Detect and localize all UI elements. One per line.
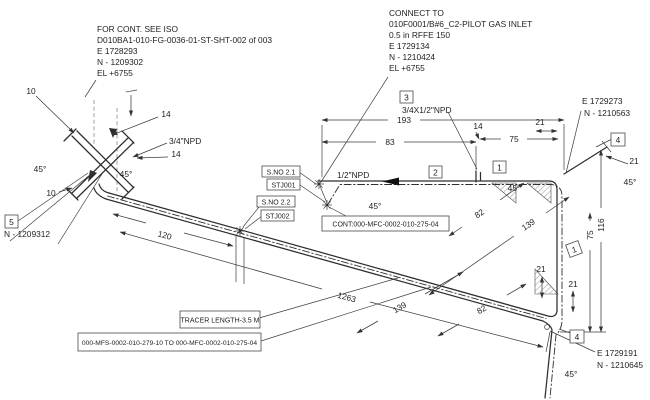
dimension-lines <box>112 117 604 348</box>
callout-1-label: 1 <box>497 163 502 173</box>
callout-5-label: 5 <box>9 217 14 227</box>
coord-top-right-easting: E 1729273 <box>582 96 623 106</box>
note-line: E 1729134 <box>389 41 430 51</box>
callout-1-label: 1 <box>570 244 578 255</box>
tag-stj001-label: STJ001 <box>271 183 295 190</box>
dim-21-label: 21 <box>568 279 578 289</box>
tag-stj002: STJ002 <box>260 209 295 222</box>
extension-lines <box>235 124 613 353</box>
dim-83-label: 83 <box>385 137 395 147</box>
angle-45-label: 45° <box>120 169 133 179</box>
note-line: EL +6755 <box>97 68 133 78</box>
dim-14-label: 14 <box>473 121 483 131</box>
tracer-junction-stj002-symbol <box>234 225 246 237</box>
dim-21-label: 21 <box>629 156 639 166</box>
coord-top-right-northing: N - 1210563 <box>584 108 630 118</box>
dim-75-label: 75 <box>585 230 595 240</box>
tag-tracer-length: TRACER LENGTH-3.5 M <box>179 310 261 329</box>
tag-sno22-label: S.NO 2.2 <box>262 200 291 207</box>
dim-10-label: 10 <box>46 188 56 198</box>
dim-82-label: 82 <box>473 207 487 221</box>
tag-cont-tracer: CONT:000-MFC-0002-010-275-04 <box>321 215 450 232</box>
dim-139-label: 139 <box>520 216 537 232</box>
tag-stj001: STJ001 <box>266 178 301 191</box>
note-line: EL +6755 <box>389 63 425 73</box>
angle-45-label: 45° <box>34 164 47 174</box>
angle-45-label: 45° <box>369 201 382 211</box>
support-hatch-symbols <box>491 182 559 295</box>
size-12npd-label: 1/2"NPD <box>337 170 369 180</box>
tag-sno21-label: S.NO 2.1 <box>267 170 296 177</box>
callout-1-top: 1 <box>492 160 507 174</box>
dim-116-label: 116 <box>596 218 606 232</box>
fitting-arrow <box>88 170 97 182</box>
tag-cont-tracer-label: CONT:000-MFC-0002-010-275-04 <box>332 222 438 229</box>
dim-193-label: 193 <box>397 115 411 125</box>
flow-arrow <box>382 177 399 186</box>
dim-1263-label: 1263 <box>336 290 357 305</box>
note-line: CONNECT TO <box>389 8 444 18</box>
coord-bottom-right-northing: N - 1210645 <box>597 360 643 370</box>
callout-4-label: 4 <box>616 135 621 145</box>
dim-21-label: 21 <box>536 264 546 274</box>
note-connect-to: CONNECT TO 010F0001/B#6_C2-PILOT GAS INL… <box>389 8 532 73</box>
size-3412npd-label: 3/4X1/2"NPD <box>402 105 452 115</box>
tag-line-route-label: 000-MFS-0002-010-279-10 TO 000-MFC-0002-… <box>82 340 257 347</box>
tag-tracer-length-label: TRACER LENGTH-3.5 M <box>181 318 260 325</box>
note-line: E 1728293 <box>97 46 138 56</box>
callout-1-right: 1 <box>565 240 583 258</box>
dim-14-label: 14 <box>161 109 171 119</box>
angle-45-label: 45° <box>565 369 578 379</box>
dim-14-label: 14 <box>171 149 181 159</box>
note-line: N - 1210424 <box>389 52 435 62</box>
callout-3: 3 <box>399 90 414 104</box>
leader-lines <box>9 76 629 353</box>
callout-4-bottom: 4 <box>569 329 585 344</box>
note-for-cont: FOR CONT. SEE ISO D010BA1-010-FG-0036-01… <box>97 24 272 78</box>
note-line: D010BA1-010-FG-0036-01-ST-SHT-002 of 003 <box>97 35 272 45</box>
note-line: FOR CONT. SEE ISO <box>97 24 178 34</box>
angle-45-label: 45° <box>624 177 637 187</box>
left-manifold-fitting <box>63 89 138 201</box>
dim-10-label: 10 <box>26 86 36 96</box>
main-pipe-runs <box>93 146 608 399</box>
callout-4-top: 4 <box>610 132 626 147</box>
fitting-arrow <box>109 128 117 138</box>
dim-21-label: 21 <box>535 117 545 127</box>
tag-sno21: S.NO 2.1 <box>261 165 301 178</box>
angle-45-label: 45° <box>508 183 521 193</box>
elbow-symbol <box>544 324 550 330</box>
note-line: 010F0001/B#6_C2-PILOT GAS INLET <box>389 19 532 29</box>
steam-tracer-lines <box>107 184 563 399</box>
tag-sno22: S.NO 2.2 <box>256 195 296 208</box>
dim-120-label: 120 <box>157 228 173 241</box>
callout-2-label: 2 <box>433 168 438 178</box>
fitting-symbols <box>234 140 612 330</box>
coord-bottom-right-easting: E 1729191 <box>597 348 638 358</box>
callout-4-label: 4 <box>575 332 580 342</box>
coord-left-northing: N - 1209312 <box>4 229 50 239</box>
size-34npd-label: 3/4"NPD <box>169 136 201 146</box>
callout-3-label: 3 <box>404 93 409 103</box>
tag-stj002-label: STJ002 <box>265 214 289 221</box>
callout-2: 2 <box>428 165 443 179</box>
tag-line-route: 000-MFS-0002-010-279-10 TO 000-MFC-0002-… <box>77 332 262 352</box>
dim-139-label: 139 <box>391 299 408 315</box>
note-line: N - 1209302 <box>97 57 143 67</box>
tracer-junction-stj001-symbol <box>321 199 333 211</box>
callout-5: 5 <box>4 214 19 229</box>
dim-75-label: 75 <box>509 134 519 144</box>
note-line: 0.5 in RFFE 150 <box>389 30 450 40</box>
